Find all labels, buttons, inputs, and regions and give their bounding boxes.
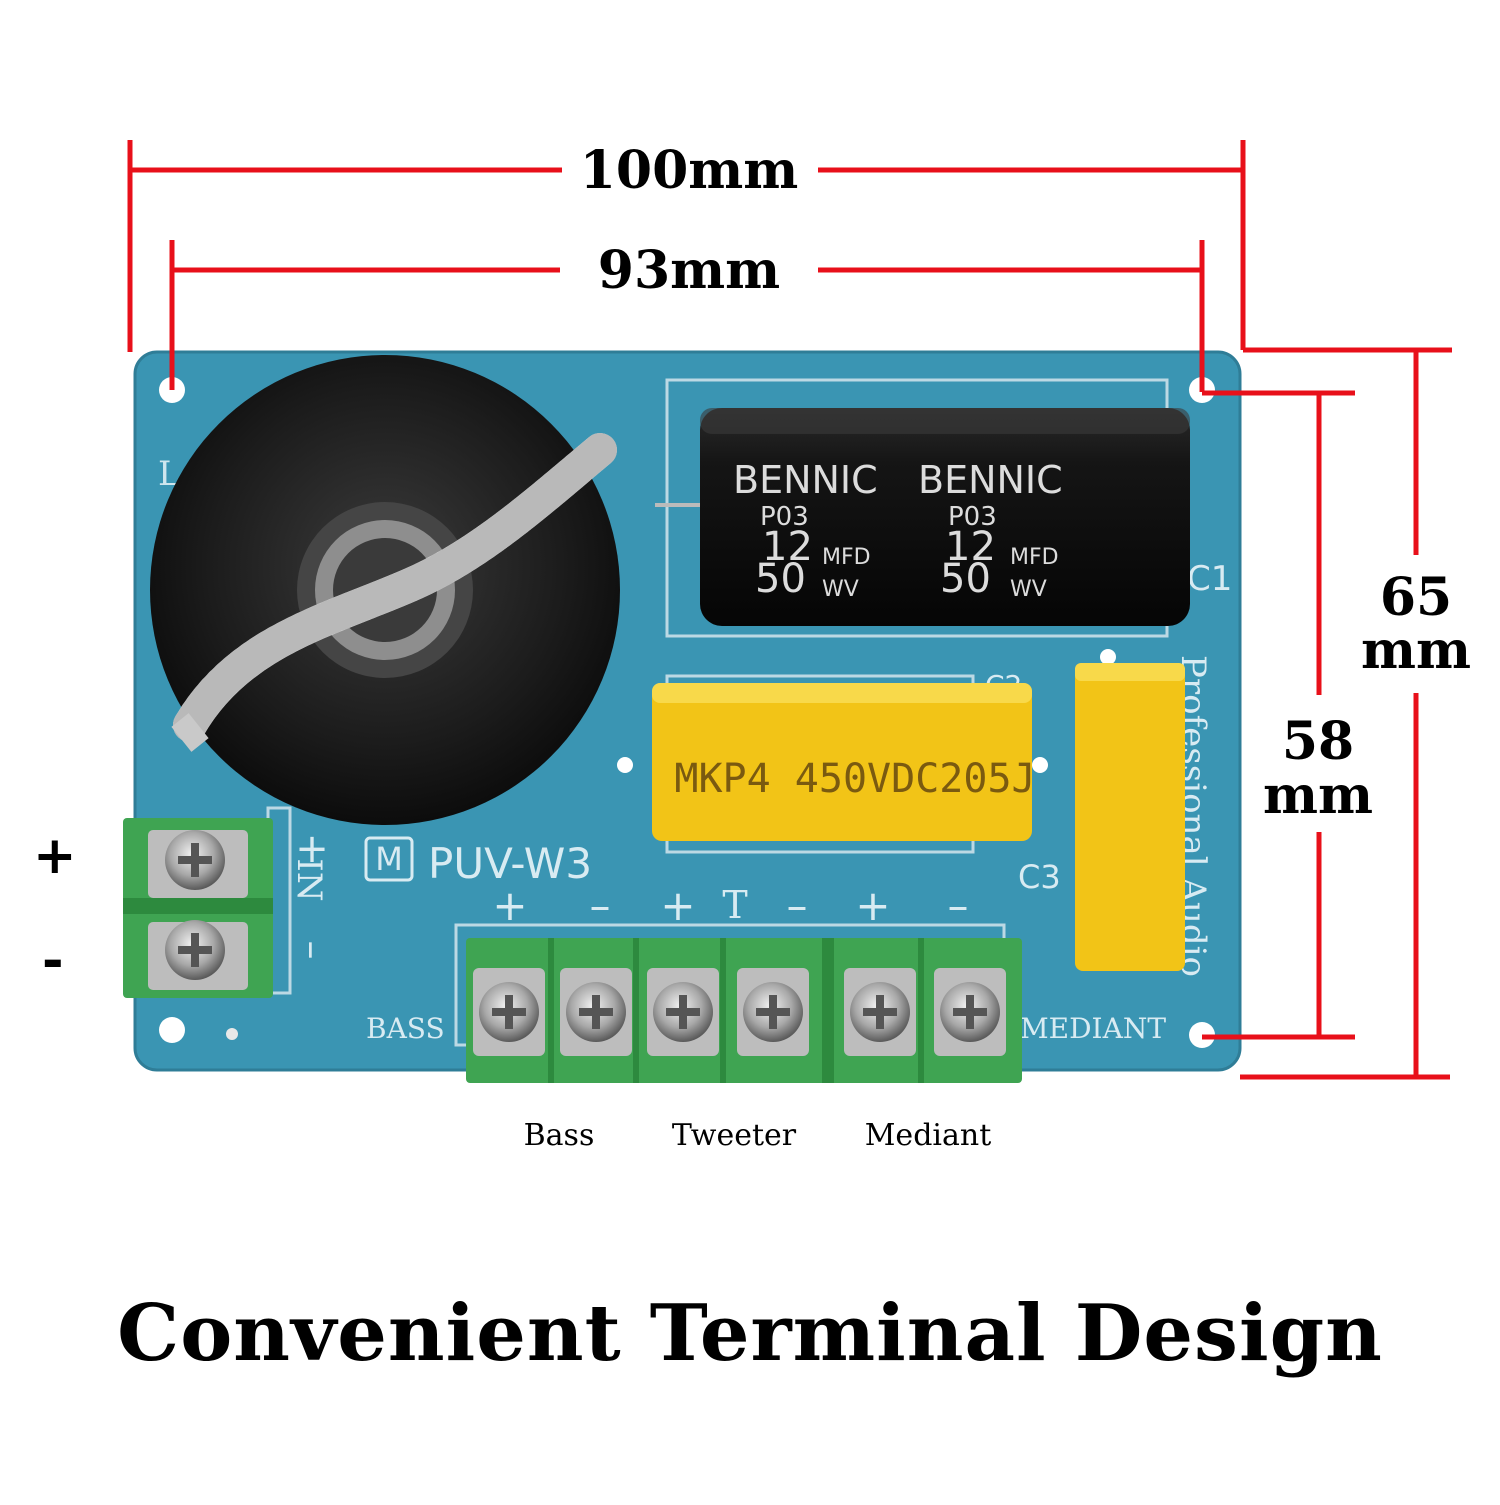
silk-c3: C3 (1018, 858, 1061, 896)
dim-width-inner: 93mm (597, 240, 781, 301)
silk-in-minus: – (291, 941, 335, 960)
dim-width-outer: 100mm (579, 140, 799, 201)
input-plus-sign: + (33, 826, 77, 886)
terminal-screw[interactable] (473, 968, 545, 1056)
svg-text:+: + (492, 881, 527, 930)
caption-tweeter: Tweeter (671, 1118, 797, 1153)
film-capacitor: MKP4 450VDC205J (652, 683, 1036, 841)
silk-in: IN (289, 858, 329, 901)
caption-bass: Bass (523, 1118, 595, 1153)
svg-text:–: – (948, 881, 969, 930)
svg-text:12: 12 (762, 524, 813, 570)
dim-height-inner-unit: mm (1262, 765, 1374, 826)
dimension-lines (127, 140, 1452, 1080)
mount-hole (159, 1017, 185, 1043)
input-minus-sign: - (42, 931, 64, 991)
svg-text:WV: WV (822, 577, 859, 602)
dim-height-outer-value: 65 (1379, 567, 1453, 628)
silk-model: PUV-W3 (428, 839, 592, 888)
svg-text:T: T (722, 883, 747, 927)
svg-text:–: – (590, 881, 611, 930)
svg-text:+: + (855, 881, 890, 930)
input-terminal-block (123, 818, 273, 998)
svg-text:50: 50 (940, 556, 991, 602)
dim-height-outer-unit: mm (1360, 620, 1472, 681)
svg-text:50: 50 (755, 556, 806, 602)
svg-text:P03: P03 (760, 502, 809, 532)
terminal-screw[interactable] (737, 968, 809, 1056)
silk-mediant: MEDIANT (1020, 1012, 1166, 1045)
terminal-screw[interactable] (844, 968, 916, 1056)
electrolytic-capacitor: BENNIC BENNIC P03 P03 12 MFD 12 MFD 50 W… (655, 408, 1190, 626)
svg-text:WV: WV (1010, 577, 1047, 602)
svg-text:MFD: MFD (822, 545, 871, 570)
headline: Convenient Terminal Design (117, 1288, 1383, 1379)
silk-in-plus: + (295, 826, 329, 872)
svg-text:MKP4 450VDC205J: MKP4 450VDC205J (674, 756, 1035, 802)
logo-letter: M (375, 840, 403, 878)
silk-bass: BASS (366, 1012, 445, 1045)
terminal-screw[interactable] (560, 968, 632, 1056)
terminal-screw[interactable] (647, 968, 719, 1056)
silk-inductor-label: L (158, 454, 181, 494)
terminal-screw[interactable] (934, 968, 1006, 1056)
svg-text:MFD: MFD (1010, 545, 1059, 570)
film-capacitor-c3 (1075, 663, 1185, 971)
brand-logo (364, 836, 414, 882)
svg-text:+: + (660, 881, 695, 930)
svg-text:P03: P03 (948, 502, 997, 532)
dim-height-inner-value: 58 (1281, 711, 1355, 772)
silk-c1: C1 (1187, 559, 1232, 599)
svg-text:12: 12 (945, 524, 996, 570)
inductor-coil (150, 355, 620, 825)
silk-polarity-row: + – + T – + – (492, 881, 968, 930)
output-screws (473, 968, 1006, 1056)
svg-text:BENNIC: BENNIC (918, 458, 1063, 502)
caption-mediant: Mediant (864, 1118, 992, 1153)
svg-text:BENNIC: BENNIC (733, 458, 878, 502)
svg-text:–: – (787, 881, 808, 930)
